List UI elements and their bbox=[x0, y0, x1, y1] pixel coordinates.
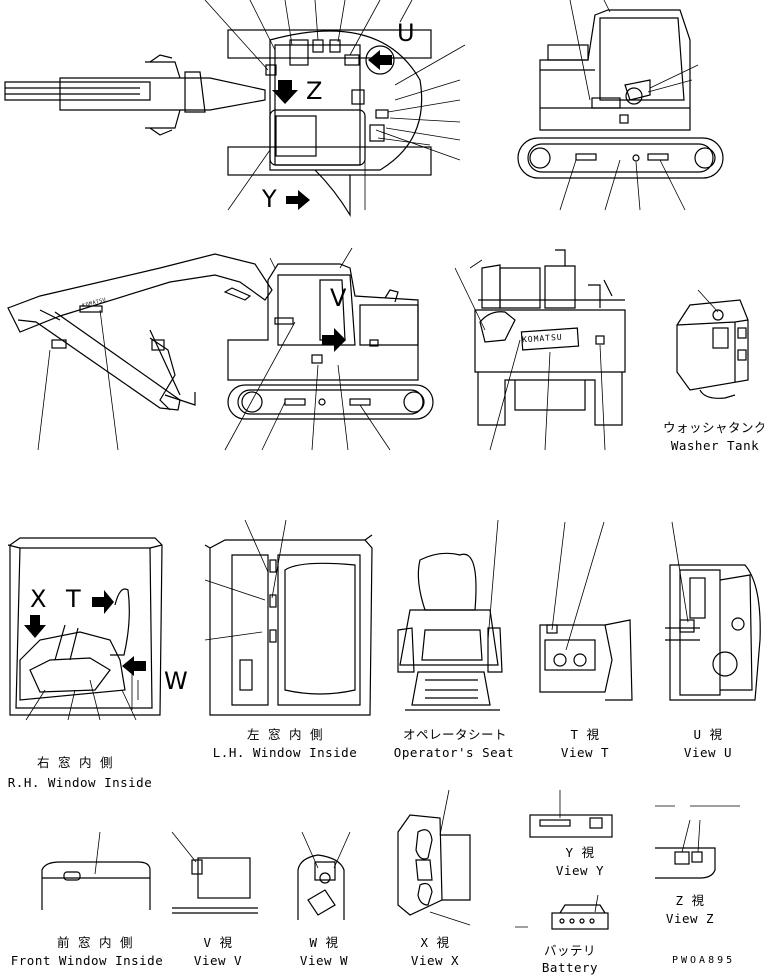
washer-tank-drawing bbox=[676, 289, 749, 399]
battery-label-jp: バッテリ bbox=[543, 943, 596, 958]
view-t-drawing bbox=[539, 521, 633, 701]
side-view-right-drawing bbox=[517, 0, 724, 211]
view-v-label-jp: V 視 bbox=[203, 935, 233, 950]
washer-tank-label-en: Washer Tank bbox=[670, 438, 760, 453]
rh-window-label-en: R.H. Window Inside bbox=[7, 775, 153, 790]
view-letter-x: X bbox=[30, 585, 47, 613]
view-letter-y: Y bbox=[262, 185, 277, 213]
view-x-label-jp: X 視 bbox=[420, 935, 450, 950]
view-z-drawing bbox=[655, 805, 740, 879]
view-v-drawing bbox=[171, 831, 258, 914]
lh-window-drawing bbox=[204, 519, 373, 716]
drawing-number: PWOA895 bbox=[672, 955, 736, 966]
side-view-left-drawing bbox=[7, 247, 434, 451]
front-window-drawing bbox=[41, 831, 151, 910]
view-u-drawing bbox=[665, 521, 761, 701]
battery-label-en: Battery bbox=[541, 960, 599, 975]
view-y-label-en: View Y bbox=[555, 863, 605, 878]
view-letter-z: Z bbox=[306, 77, 323, 105]
view-letter-u: U bbox=[397, 19, 415, 47]
rh-window-label-jp: 右 窓 内 側 bbox=[36, 755, 114, 770]
view-letter-t: T bbox=[66, 585, 81, 613]
view-w-drawing bbox=[297, 831, 351, 920]
view-letter-w: W bbox=[164, 667, 188, 695]
top-view-drawing bbox=[4, 0, 466, 218]
view-z-label-jp: Z 視 bbox=[675, 893, 705, 908]
view-x-label-en: View X bbox=[410, 953, 460, 968]
view-w-label-en: View W bbox=[299, 953, 349, 968]
rh-window-drawing bbox=[7, 537, 163, 721]
view-x-drawing bbox=[397, 789, 471, 926]
lh-window-label-jp: 左 窓 内 側 bbox=[246, 727, 324, 742]
view-v-label-en: View V bbox=[193, 953, 243, 968]
seat-label-jp: オペレータシート bbox=[402, 727, 507, 742]
view-u-label-jp: U 視 bbox=[693, 727, 723, 742]
view-w-label-jp: W 視 bbox=[309, 935, 339, 950]
view-letter-v: V bbox=[330, 284, 347, 312]
battery-drawing bbox=[515, 894, 609, 930]
rear-view-drawing bbox=[454, 249, 626, 451]
view-t-label-en: View T bbox=[560, 745, 610, 760]
washer-tank-label-jp: ウォッシャタンク bbox=[662, 420, 764, 435]
front-window-label-en: Front Window Inside bbox=[10, 953, 164, 968]
view-u-label-en: View U bbox=[683, 745, 733, 760]
operator-seat-drawing bbox=[397, 519, 503, 711]
lh-window-label-en: L.H. Window Inside bbox=[212, 745, 358, 760]
seat-label-en: Operator's Seat bbox=[393, 745, 515, 760]
front-window-label-jp: 前 窓 内 側 bbox=[56, 935, 134, 950]
view-z-label-en: View Z bbox=[665, 911, 715, 926]
view-y-label-jp: Y 視 bbox=[565, 845, 595, 860]
view-y-drawing bbox=[529, 790, 613, 838]
view-t-label-jp: T 視 bbox=[570, 727, 600, 742]
